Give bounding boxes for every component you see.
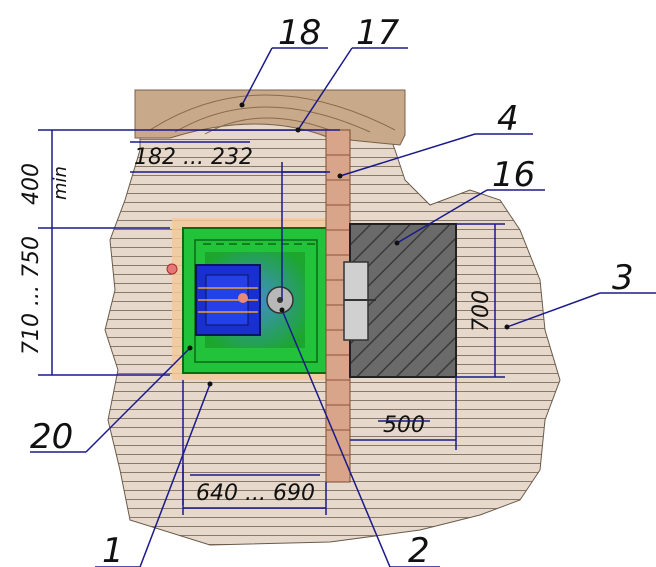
leader-lines [30, 47, 656, 567]
callout-4: 4 [497, 99, 519, 139]
callout-3: 3 [612, 258, 634, 298]
dim-min: min [50, 166, 71, 200]
dim-182-232: 182 ... 232 [134, 145, 253, 170]
callout-2: 2 [408, 531, 430, 567]
dim-500: 500 [383, 413, 425, 438]
callout-17: 17 [356, 13, 400, 53]
callout-18: 18 [278, 13, 321, 53]
dim-400: 400 [19, 163, 44, 205]
callout-16: 16 [492, 155, 535, 195]
dim-700: 700 [469, 290, 494, 332]
dim-640-690: 640 ... 690 [196, 481, 315, 506]
firebox-knob [238, 293, 248, 303]
dimension-lines [38, 129, 505, 515]
log-grain [149, 94, 396, 135]
callout-20: 20 [30, 417, 73, 457]
dim-label-bars [130, 141, 430, 476]
anchor-dots [187, 102, 510, 387]
brick-courses [326, 154, 350, 456]
dim-710-750: 710 ... 750 [19, 236, 44, 355]
callout-1: 1 [102, 531, 124, 567]
marker-dot [166, 263, 178, 275]
